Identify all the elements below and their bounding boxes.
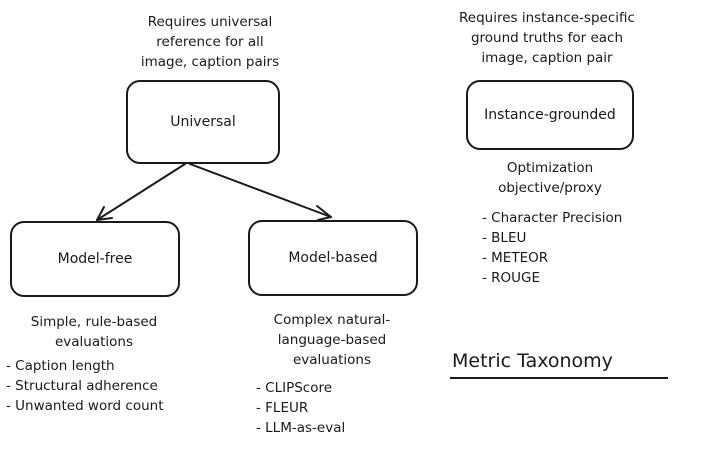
- diagram-title: Metric Taxonomy: [452, 350, 613, 372]
- instance-grounded-note-line: Requires instance-specific: [459, 10, 635, 26]
- list-item: - ROUGE: [482, 270, 541, 286]
- model-based-node: Model-based: [248, 220, 418, 296]
- model-based-description-line: Complex natural-: [273, 312, 391, 328]
- instance-grounded-label: Instance-grounded: [484, 107, 616, 123]
- model-free-metric-list: - Caption length - Structural adherence …: [6, 356, 164, 416]
- model-based-label: Model-based: [288, 250, 378, 266]
- model-based-description-line: language-based: [277, 332, 387, 348]
- arrowhead-model-free: [96, 206, 113, 221]
- list-item: - Caption length: [6, 358, 115, 374]
- universal-label: Universal: [170, 114, 236, 130]
- arrow-to-model-free: [96, 163, 186, 221]
- universal-note: Requires universal reference for all ima…: [110, 12, 310, 72]
- list-item: - FLEUR: [256, 400, 309, 416]
- model-free-node: Model-free: [10, 221, 180, 297]
- universal-note-line: reference for all: [156, 34, 264, 50]
- instance-grounded-note-line: ground truths for each: [470, 30, 624, 46]
- title-underline: [450, 377, 668, 379]
- arrow-to-model-based: [189, 163, 332, 218]
- model-free-label: Model-free: [57, 251, 133, 267]
- list-item: - LLM-as-eval: [256, 420, 346, 436]
- instance-grounded-node: Instance-grounded: [466, 80, 634, 150]
- arrowhead-model-based: [316, 205, 332, 221]
- model-based-description-line: evaluations: [292, 352, 372, 368]
- instance-grounded-description-line: objective/proxy: [498, 180, 602, 196]
- model-based-description: Complex natural- language-based evaluati…: [252, 310, 412, 370]
- list-item: - CLIPScore: [256, 380, 333, 396]
- model-free-description-line: Simple, rule-based: [30, 314, 158, 330]
- model-based-metric-list: - CLIPScore - FLEUR - LLM-as-eval: [256, 378, 345, 438]
- instance-grounded-note-line: image, caption pair: [481, 50, 613, 66]
- list-item: - METEOR: [482, 250, 549, 266]
- model-free-description: Simple, rule-based evaluations: [14, 312, 174, 352]
- list-item: - Structural adherence: [6, 378, 158, 394]
- instance-grounded-description-line: Optimization: [506, 160, 594, 176]
- instance-grounded-note: Requires instance-specific ground truths…: [432, 8, 662, 68]
- model-free-description-line: evaluations: [54, 334, 134, 350]
- list-item: - Character Precision: [482, 210, 623, 226]
- universal-node: Universal: [126, 80, 280, 164]
- instance-grounded-description: Optimization objective/proxy: [470, 158, 630, 198]
- instance-grounded-metric-list: - Character Precision - BLEU - METEOR - …: [482, 208, 622, 288]
- universal-note-line: image, caption pairs: [140, 54, 280, 70]
- universal-note-line: Requires universal: [147, 14, 273, 30]
- list-item: - BLEU: [482, 230, 527, 246]
- list-item: - Unwanted word count: [6, 398, 164, 414]
